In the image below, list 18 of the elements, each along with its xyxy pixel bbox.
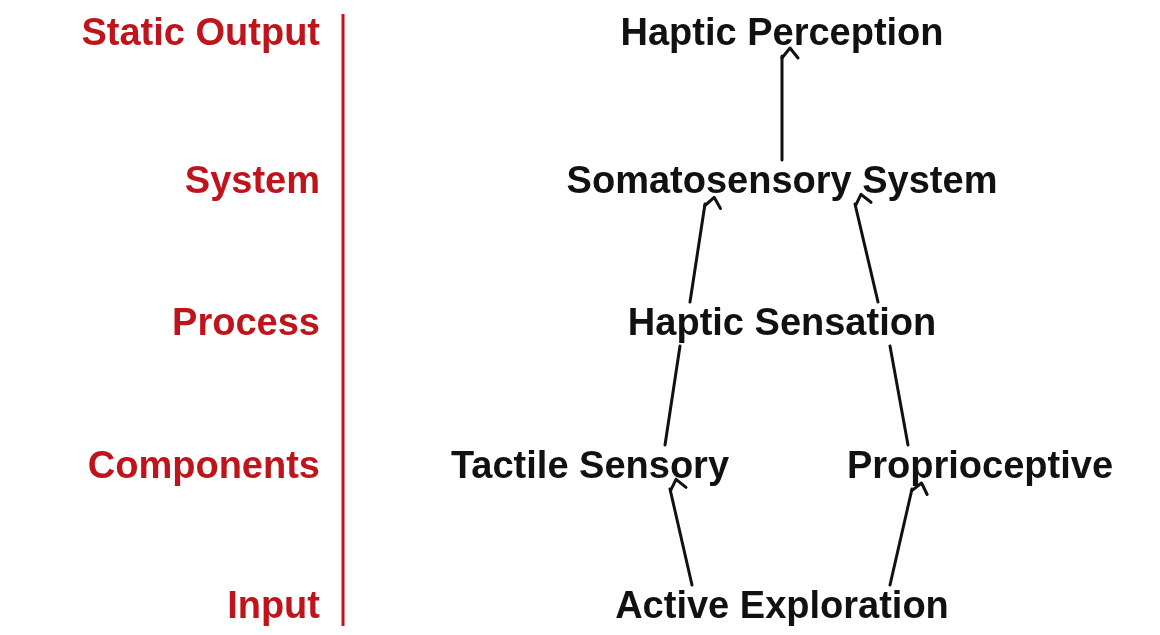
arrow: [780, 46, 800, 162]
arrow: [668, 477, 694, 587]
level-label: Components: [87, 443, 320, 487]
node-label: Active Exploration: [615, 583, 949, 627]
node-label: Proprioceptive: [846, 443, 1114, 487]
connector-line: [663, 344, 682, 447]
node-label: Tactile Sensory: [450, 443, 730, 487]
level-label: Input: [227, 583, 320, 627]
level-label: Process: [172, 300, 320, 344]
level-label: Static Output: [81, 10, 320, 54]
node-label: Haptic Sensation: [627, 300, 937, 344]
arrow: [853, 192, 880, 304]
node-label: Somatosensory System: [566, 158, 998, 202]
node-label: Haptic Perception: [620, 10, 944, 54]
level-label: System: [184, 158, 320, 202]
connector-line: [888, 344, 910, 447]
arrow: [888, 481, 929, 587]
arrow: [688, 195, 722, 304]
